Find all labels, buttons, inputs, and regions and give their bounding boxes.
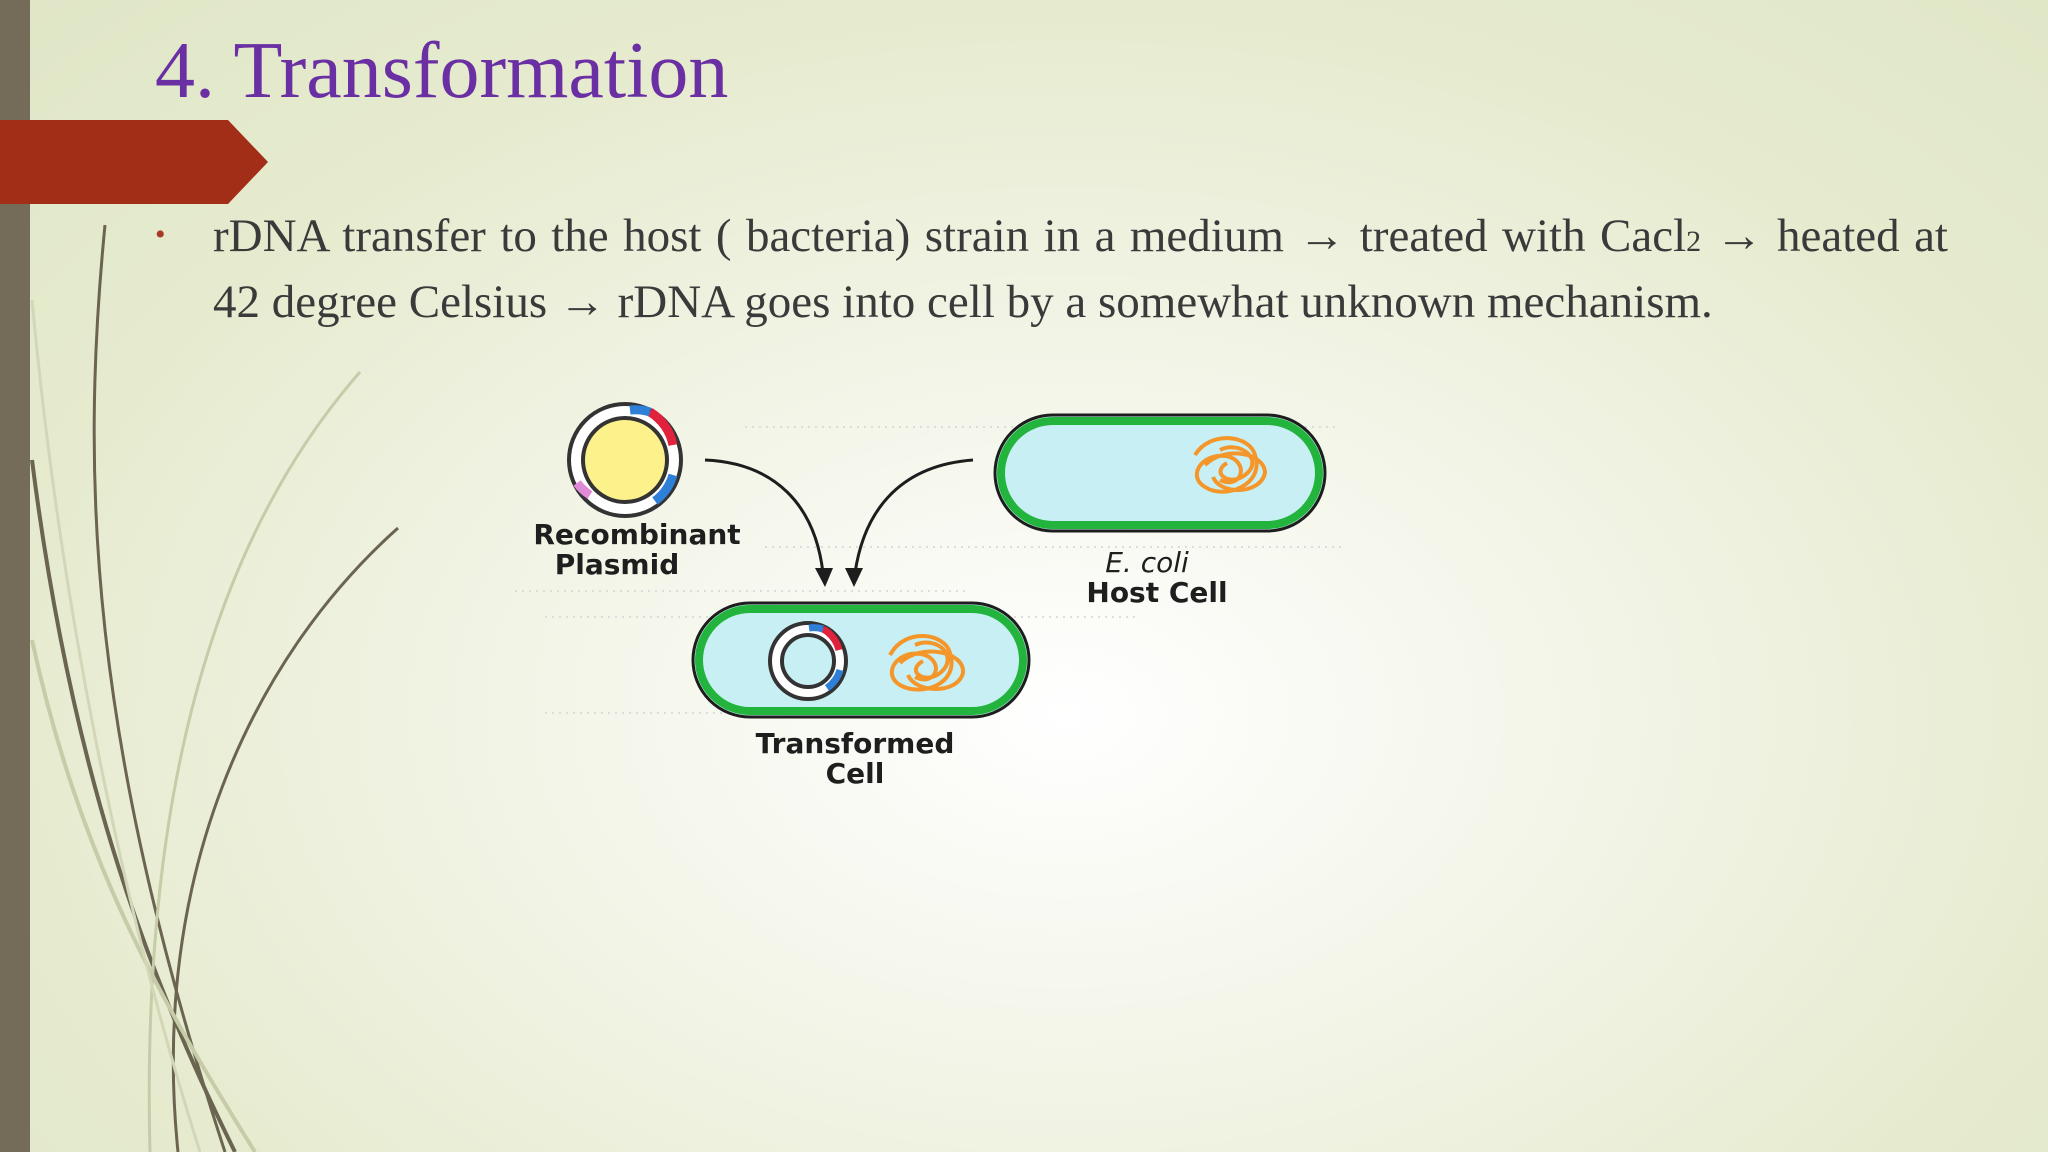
decor-curve-1 bbox=[92, 224, 227, 1152]
slide-title: 4. Transformation bbox=[155, 27, 729, 115]
transformed-chromosome bbox=[888, 634, 965, 692]
transformed-cell bbox=[691, 601, 1031, 719]
plasmid-arrow bbox=[704, 458, 833, 587]
transformed-label-line2: Cell bbox=[826, 757, 885, 790]
transformation-diagram: Recombinant Plasmid E. coli Host Cell bbox=[515, 402, 1345, 790]
left-accent-bar bbox=[0, 0, 30, 1152]
bullet-text: rDNA transfer to the host ( bacteria) st… bbox=[213, 206, 1948, 333]
decor-curve-6 bbox=[30, 299, 202, 1152]
bullet-subscript: 2 bbox=[1686, 225, 1702, 258]
decor-curve-4 bbox=[147, 371, 362, 1152]
host-label-line2: Host Cell bbox=[1086, 576, 1227, 609]
plasmid-label-line1: Recombinant bbox=[533, 518, 740, 551]
plasmid-label-line2: Plasmid bbox=[555, 548, 680, 581]
bullet-text-part-1: rDNA transfer to the host ( bacteria) st… bbox=[213, 210, 1687, 262]
bullet-text-part-2: → heated at 42 degree Celsius → rDNA goe… bbox=[213, 210, 1948, 328]
host-chromosome bbox=[1193, 436, 1268, 494]
host-label-line1: E. coli bbox=[1105, 546, 1189, 579]
ecoli-host-cell bbox=[993, 413, 1327, 533]
transformed-label-line1: Transformed bbox=[756, 727, 955, 760]
recombinant-plasmid bbox=[567, 402, 683, 518]
decor-curve-3 bbox=[171, 526, 399, 1152]
bullet-marker: • bbox=[155, 218, 166, 251]
decor-curve-5 bbox=[30, 639, 257, 1152]
transformed-plasmid bbox=[768, 621, 848, 701]
host-arrow bbox=[845, 458, 974, 587]
red-arrow-banner bbox=[0, 120, 268, 204]
decor-curve-2 bbox=[30, 459, 237, 1152]
